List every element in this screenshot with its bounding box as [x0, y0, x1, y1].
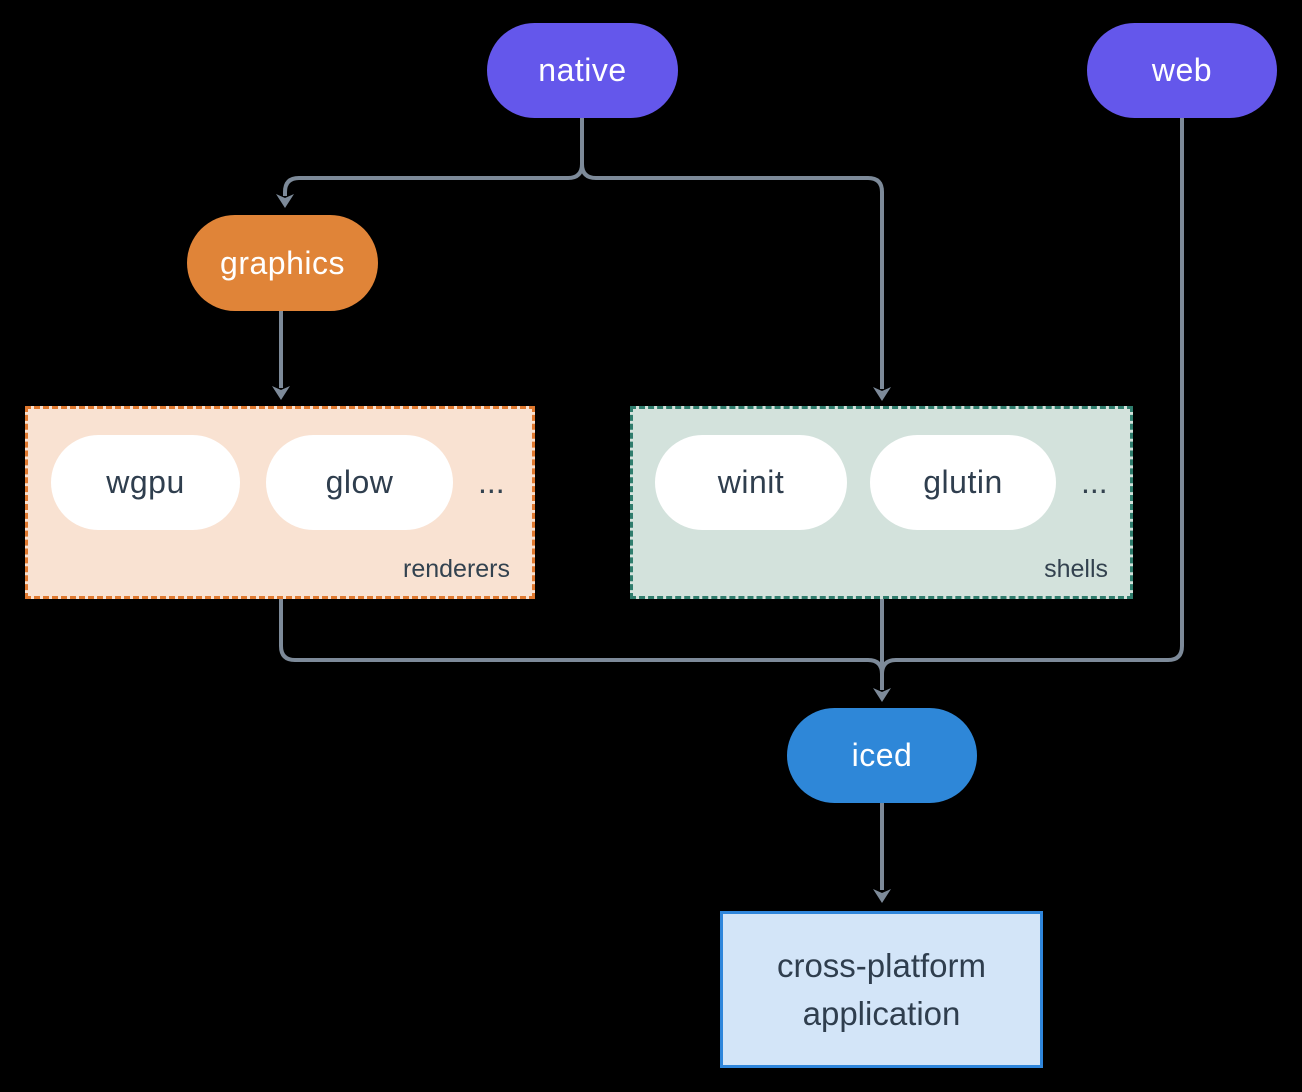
node-native: native — [487, 23, 678, 118]
edge-renderers-to-iced — [279, 599, 884, 675]
arrowhead-into-app — [873, 889, 891, 903]
node-winit: winit — [655, 435, 847, 530]
node-wgpu: wgpu — [51, 435, 240, 530]
app-label-line1: cross-platform — [776, 946, 987, 984]
arrowhead-into-renderers — [272, 386, 290, 400]
edge-native-to-shells — [580, 163, 884, 389]
node-web: web — [1087, 23, 1277, 118]
node-cross-platform-application: cross-platform application — [720, 911, 1043, 1068]
group-renderers: wgpu glow ... renderers — [25, 406, 535, 599]
renderers-ellipsis: ... — [478, 464, 505, 500]
arrowhead-into-shells — [873, 387, 891, 401]
arrowhead-into-graphics — [276, 194, 294, 208]
shells-group-label: shells — [1044, 555, 1108, 583]
app-label-line2: application — [802, 994, 961, 1032]
edge-native-to-graphics — [283, 118, 584, 196]
renderers-group-label: renderers — [403, 555, 510, 583]
shells-ellipsis: ... — [1081, 464, 1108, 500]
node-graphics: graphics — [187, 215, 378, 311]
node-iced: iced — [787, 708, 977, 803]
arrowhead-into-iced — [873, 688, 891, 702]
node-glow: glow — [266, 435, 453, 530]
node-glutin: glutin — [870, 435, 1056, 530]
group-shells: winit glutin ... shells — [630, 406, 1133, 599]
